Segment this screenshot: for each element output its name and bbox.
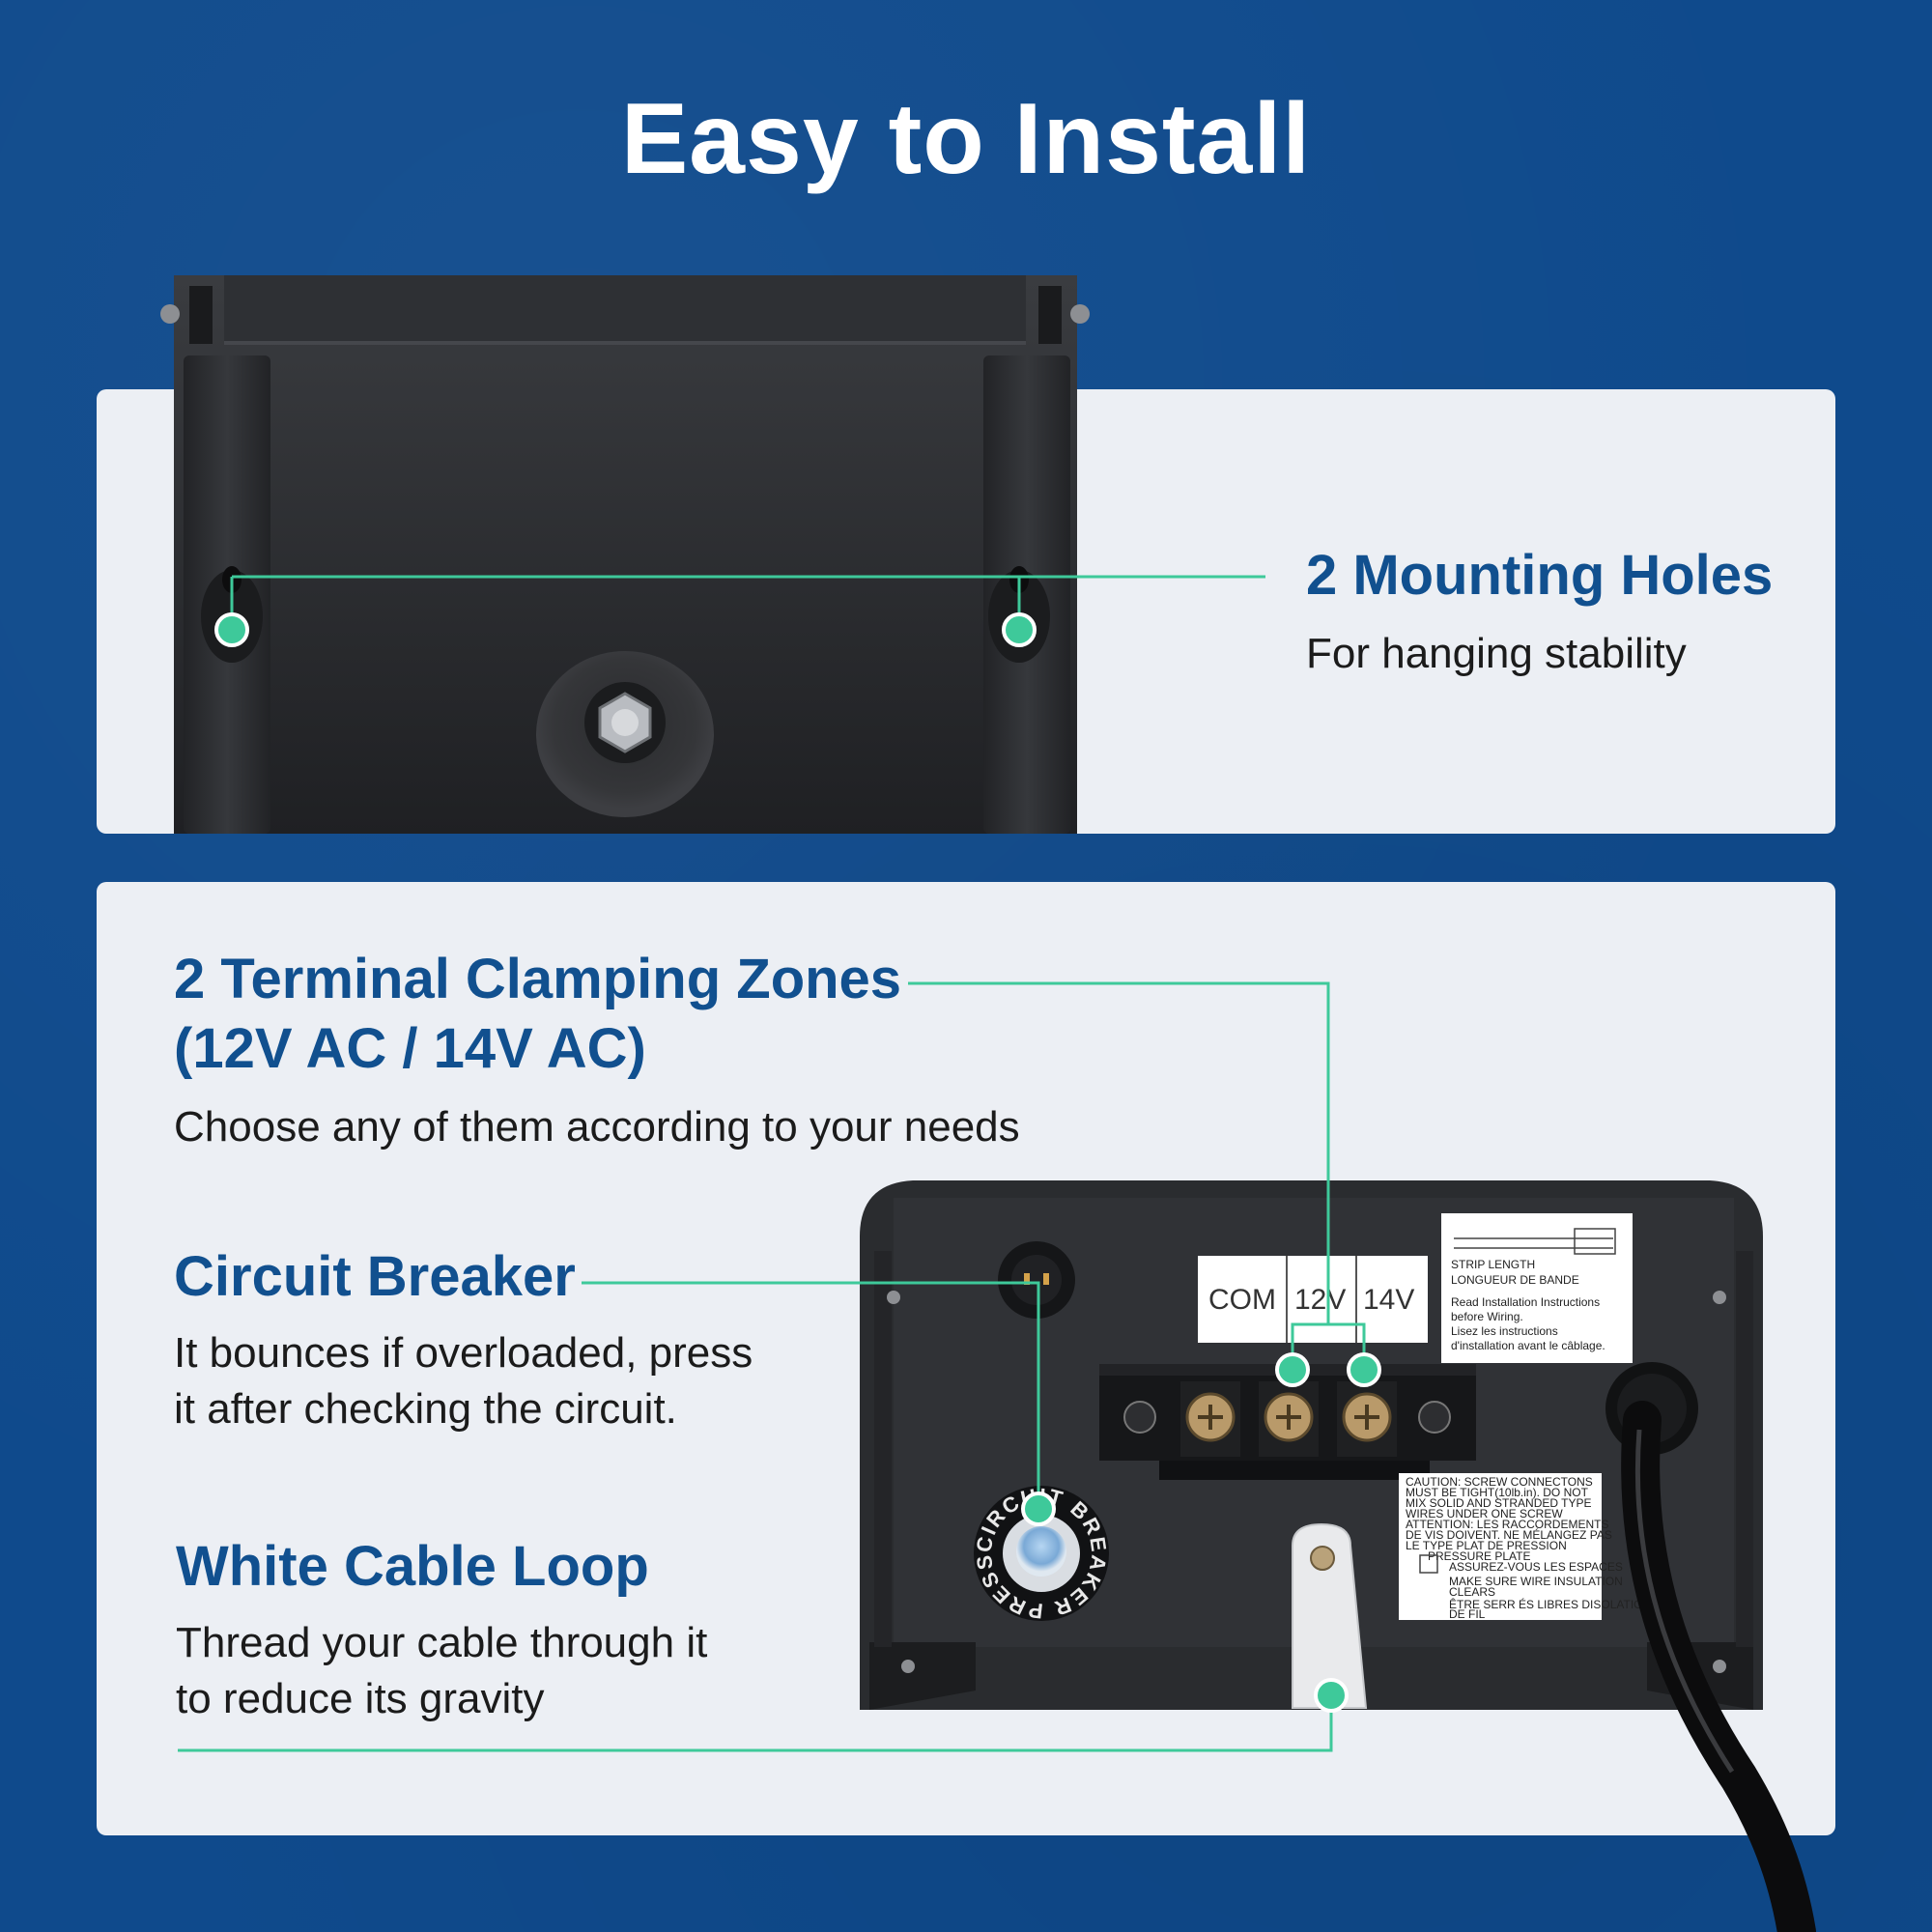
mounting-callout [214,575,1265,647]
terminal-zones-desc: Choose any of them according to your nee… [174,1103,1020,1151]
cable-loop-callout [178,1678,1349,1752]
circuit-breaker-desc-line2: it after checking the circuit. [174,1385,677,1433]
strip-length-label: STRIP LENGTH LONGUEUR DE BANDE Read Inst… [1441,1213,1633,1363]
breaker-socket [998,1241,1075,1319]
svg-text:d'installation avant le câblag: d'installation avant le câblage. [1451,1339,1605,1352]
cable-loop-title: White Cable Loop [176,1535,649,1598]
terminal-screw-12v [1259,1381,1319,1457]
terminal-screw-14v [1337,1381,1397,1457]
terminal-label: COM 12V 14V [1198,1256,1428,1343]
terminal-12v-label: 12V [1294,1284,1346,1316]
svg-text:PRESSURE PLATE: PRESSURE PLATE [1428,1549,1530,1563]
svg-text:ATTENTION: LES RACCORDEMENTS: ATTENTION: LES RACCORDEMENTS [1406,1518,1608,1531]
breaker-callout [582,1281,1056,1526]
cable-loop-desc-line1: Thread your cable through it [176,1619,708,1666]
svg-text:DE VIS DOIVENT. NE MÉLANGEZ PA: DE VIS DOIVENT. NE MÉLANGEZ PAS [1406,1527,1612,1542]
transformer-back-view [160,275,1090,834]
terminal-screw-com [1180,1381,1240,1457]
terminal-14v-label: 14V [1363,1284,1414,1316]
svg-text:DE FIL: DE FIL [1449,1607,1486,1621]
circuit-breaker-title: Circuit Breaker [174,1245,576,1308]
terminal-block [1099,1364,1476,1480]
power-cord [1605,1362,1816,1932]
center-bolt [536,651,714,817]
terminal-callout [908,981,1381,1387]
mounting-holes-title: 2 Mounting Holes [1306,544,1774,607]
svg-text:STRIP LENGTH: STRIP LENGTH [1451,1258,1535,1271]
svg-text:LONGUEUR DE BANDE: LONGUEUR DE BANDE [1451,1273,1579,1287]
svg-text:CAUTION: SCREW CONNECTONS: CAUTION: SCREW CONNECTONS [1406,1475,1593,1489]
svg-text:ÊTRE SERR ÉS LIBRES DISOLATION: ÊTRE SERR ÉS LIBRES DISOLATION [1449,1597,1651,1611]
terminal-com-label: COM [1208,1284,1276,1316]
white-cable-loop [1292,1522,1368,1709]
svg-text:LE TYPE PLAT DE PRESSION: LE TYPE PLAT DE PRESSION [1406,1539,1567,1552]
svg-text:WIRES UNDER ONE SCREW: WIRES UNDER ONE SCREW [1406,1507,1563,1520]
svg-text:Lisez les instructions: Lisez les instructions [1451,1324,1558,1338]
svg-text:Read Installation Instructions: Read Installation Instructions [1451,1295,1600,1309]
svg-text:MUST BE TIGHT(10lb.in). DO NOT: MUST BE TIGHT(10lb.in). DO NOT [1406,1486,1589,1499]
cable-loop-desc-line2: to reduce its gravity [176,1675,545,1722]
terminal-zones-title: 2 Terminal Clamping Zones [174,948,902,1010]
svg-text:ASSUREZ-VOUS LES ESPACES: ASSUREZ-VOUS LES ESPACES [1449,1560,1623,1574]
svg-text:MIX SOLID AND STRANDED TYPE: MIX SOLID AND STRANDED TYPE [1406,1496,1592,1510]
circuit-breaker-desc-line1: It bounces if overloaded, press [174,1329,753,1377]
svg-text:before Wiring.: before Wiring. [1451,1310,1523,1323]
terminal-zones-subtitle: (12V AC / 14V AC) [174,1017,646,1080]
page-title: Easy to Install [620,83,1312,195]
caution-label: CAUTION: SCREW CONNECTONS MUST BE TIGHT(… [1399,1473,1651,1621]
mounting-holes-desc: For hanging stability [1306,630,1687,677]
svg-text:MAKE SURE WIRE INSULATION: MAKE SURE WIRE INSULATION [1449,1575,1623,1588]
svg-text:CLEARS: CLEARS [1449,1585,1495,1599]
